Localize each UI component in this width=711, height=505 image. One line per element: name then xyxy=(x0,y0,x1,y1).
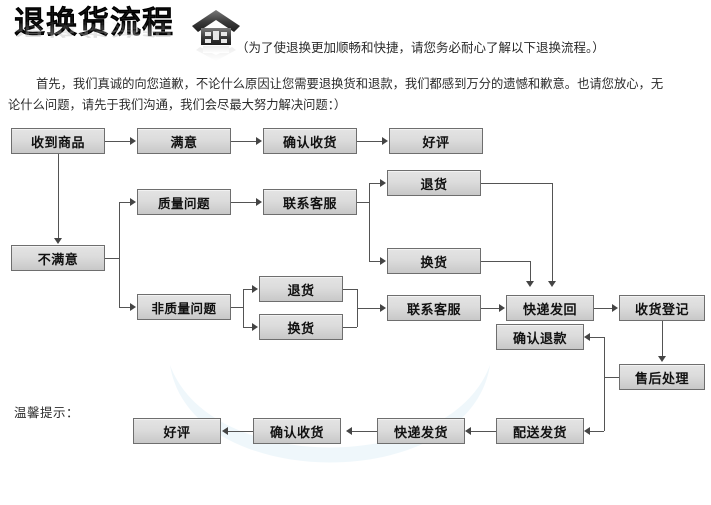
node-confirm-receipt-top[interactable]: 确认收货 xyxy=(263,128,357,154)
edge-express-to-registration xyxy=(594,308,612,309)
arrow-satisfied-to-confirm xyxy=(256,137,262,145)
arrow-bus-to-dispatch xyxy=(584,427,590,435)
page-title: 退换货流程 xyxy=(14,5,174,41)
title-block: 退换货流程 退换货流程 xyxy=(14,4,174,66)
edge-quality-to-service xyxy=(231,202,256,203)
edge-express-ship-to-confirm xyxy=(352,431,377,432)
arrow-dispatch-to-express-ship xyxy=(465,427,471,435)
node-dispatch-shipment[interactable]: 配送发货 xyxy=(496,418,584,444)
node-non-quality-problem[interactable]: 非质量问题 xyxy=(137,294,231,320)
edge-nonquality-split-vertical xyxy=(243,289,244,327)
arrow-nonquality-to-exchange xyxy=(252,323,258,331)
edge-exchange-lower-out xyxy=(343,327,357,328)
page-root: 退换货流程 退换货流程 xyxy=(0,0,711,463)
node-after-sale-processing[interactable]: 售后处理 xyxy=(619,364,705,390)
page-title-reflection: 退换货流程 xyxy=(14,18,174,39)
arrow-service-lower-to-express xyxy=(499,304,505,312)
arrow-express-ship-to-confirm xyxy=(346,427,352,435)
node-receipt-registration[interactable]: 收货登记 xyxy=(619,295,705,321)
arrow-service-to-return xyxy=(380,179,386,187)
home-icon xyxy=(192,10,240,61)
node-satisfied[interactable]: 满意 xyxy=(137,128,231,154)
edge-bus-to-dispatch xyxy=(590,431,604,432)
arrow-bus-to-quality xyxy=(130,198,136,206)
edge-service-to-exchange xyxy=(369,261,380,262)
edge-satisfied-to-confirm xyxy=(231,141,256,142)
edge-unsatisfied-bus xyxy=(105,258,119,259)
node-praise-top[interactable]: 好评 xyxy=(389,128,483,154)
arrow-confirm-to-praise xyxy=(382,137,388,145)
node-confirm-receipt-bottom[interactable]: 确认收货 xyxy=(253,418,341,444)
node-quality-problem[interactable]: 质量问题 xyxy=(137,189,231,215)
edge-return-upper-out xyxy=(481,183,552,184)
node-contact-service-lower[interactable]: 联系客服 xyxy=(387,295,481,321)
arrow-confirm-to-praise-bottom xyxy=(222,427,228,435)
edge-return-upper-down xyxy=(552,183,553,283)
arrow-return-upper-to-express xyxy=(548,281,556,287)
arrow-nonquality-to-return xyxy=(252,285,258,293)
edge-aftersale-out xyxy=(604,377,619,378)
edge-exchange-upper-out xyxy=(481,261,530,262)
node-exchange-upper[interactable]: 换货 xyxy=(387,248,481,274)
edge-confirm-to-praise-bottom xyxy=(228,431,253,432)
header-note: （为了使退换更加顺畅和快捷，请您务必耐心了解以下退换流程。） xyxy=(236,40,605,55)
returns-flowchart: 收到商品 满意 确认收货 好评 不满意 质量问题 非质量问题 联系客服 xyxy=(0,125,711,463)
node-return-upper[interactable]: 退货 xyxy=(387,170,481,196)
edge-nonquality-split-out xyxy=(231,307,243,308)
edge-aftersale-bus-vertical xyxy=(604,337,605,431)
warm-tip-label: 温馨提示： xyxy=(14,405,80,420)
arrow-exchange-upper-to-express xyxy=(526,281,534,287)
edge-return-lower-out xyxy=(343,289,357,290)
arrow-bus-to-nonquality xyxy=(130,303,136,311)
edge-received-to-satisfied xyxy=(105,141,130,142)
node-praise-bottom[interactable]: 好评 xyxy=(133,418,221,444)
intro-line-2: 论什么问题，请先于我们沟通，我们会尽最大努力解决问题：） xyxy=(8,98,347,112)
node-exchange-lower[interactable]: 换货 xyxy=(259,314,343,340)
edge-unsatisfied-bus-vertical xyxy=(119,202,120,307)
node-contact-service-upper[interactable]: 联系客服 xyxy=(263,189,357,215)
edge-nonquality-to-exchange xyxy=(243,327,252,328)
edge-nonquality-to-return xyxy=(243,289,252,290)
edge-confirm-to-praise xyxy=(357,141,382,142)
edge-dispatch-to-express-ship xyxy=(471,431,496,432)
edge-registration-to-aftersale xyxy=(662,321,663,358)
arrow-express-to-registration xyxy=(612,304,618,312)
page-header: 退换货流程 退换货流程 xyxy=(0,0,711,70)
arrow-quality-to-service xyxy=(256,198,262,206)
intro-line-1: 首先，我们真诚的向您道歉，不论什么原因让您需要退换货和退款，我们都感到万分的遗憾… xyxy=(36,77,664,91)
edge-merge-to-service-lower xyxy=(357,308,380,309)
edge-service-lower-to-express xyxy=(481,308,499,309)
edge-exchange-upper-down xyxy=(530,261,531,283)
arrow-received-to-unsatisfied xyxy=(54,238,62,244)
arrow-bus-to-refund xyxy=(584,333,590,341)
edge-service-split-vertical xyxy=(369,183,370,261)
node-unsatisfied[interactable]: 不满意 xyxy=(11,245,105,271)
node-return-lower[interactable]: 退货 xyxy=(259,276,343,302)
edge-bus-to-refund xyxy=(590,337,604,338)
intro-paragraph: 首先，我们真诚的向您道歉，不论什么原因让您需要退换货和退款，我们都感到万分的遗憾… xyxy=(0,74,708,116)
edge-bus-to-nonquality xyxy=(119,307,130,308)
node-received-goods[interactable]: 收到商品 xyxy=(11,128,105,154)
node-express-return[interactable]: 快递发回 xyxy=(506,295,594,321)
arrow-registration-to-aftersale xyxy=(658,356,666,362)
arrow-received-to-satisfied xyxy=(130,137,136,145)
node-confirm-refund[interactable]: 确认退款 xyxy=(496,324,584,350)
edge-service-to-return xyxy=(369,183,380,184)
node-express-shipment[interactable]: 快递发货 xyxy=(377,418,465,444)
edge-bus-to-quality xyxy=(119,202,130,203)
edge-received-to-unsatisfied xyxy=(58,154,59,240)
edge-service-split-out xyxy=(357,202,369,203)
arrow-service-to-exchange xyxy=(380,257,386,265)
arrow-merge-to-service-lower xyxy=(380,304,386,312)
